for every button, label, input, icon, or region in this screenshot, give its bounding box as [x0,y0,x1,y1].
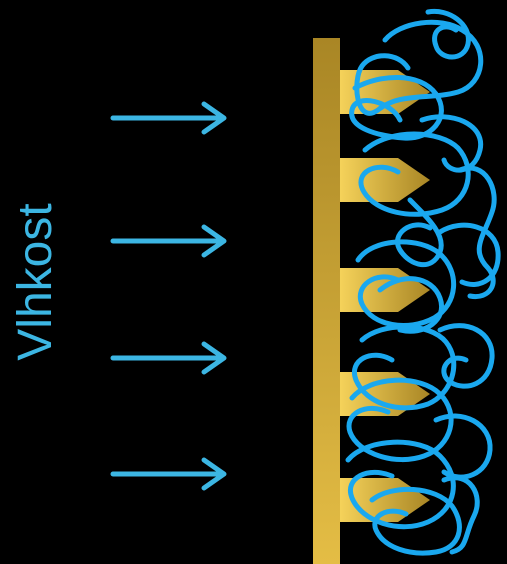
moisture-arrow-1 [110,101,227,135]
polymer-coil-4 [358,131,471,217]
polymer-coil-16 [369,486,462,556]
moisture-arrow-2 [110,224,227,258]
arrows-group [110,101,227,491]
polymer-coils-group [345,8,501,556]
polymer-coil-15 [345,439,456,530]
polymer-coil-3 [349,75,444,141]
polymer-coil-8 [355,239,456,328]
polymer-coil-12 [437,323,495,389]
moisture-arrow-3 [110,341,227,375]
polymer-coil-11 [351,324,457,411]
polymer-coil-14 [433,413,493,480]
polymer-coil-6 [457,165,497,300]
polymer-coil-2 [425,8,471,60]
polymer-coil-5 [419,114,484,173]
gold-substrate-bar [313,38,340,564]
polymer-coil-9 [437,222,501,287]
polymer-coil-13 [346,377,454,462]
polymer-coil-17 [441,475,480,555]
gold-prong-2 [340,158,430,202]
polymer-coil-7 [395,197,444,267]
moisture-arrow-4 [110,457,227,491]
